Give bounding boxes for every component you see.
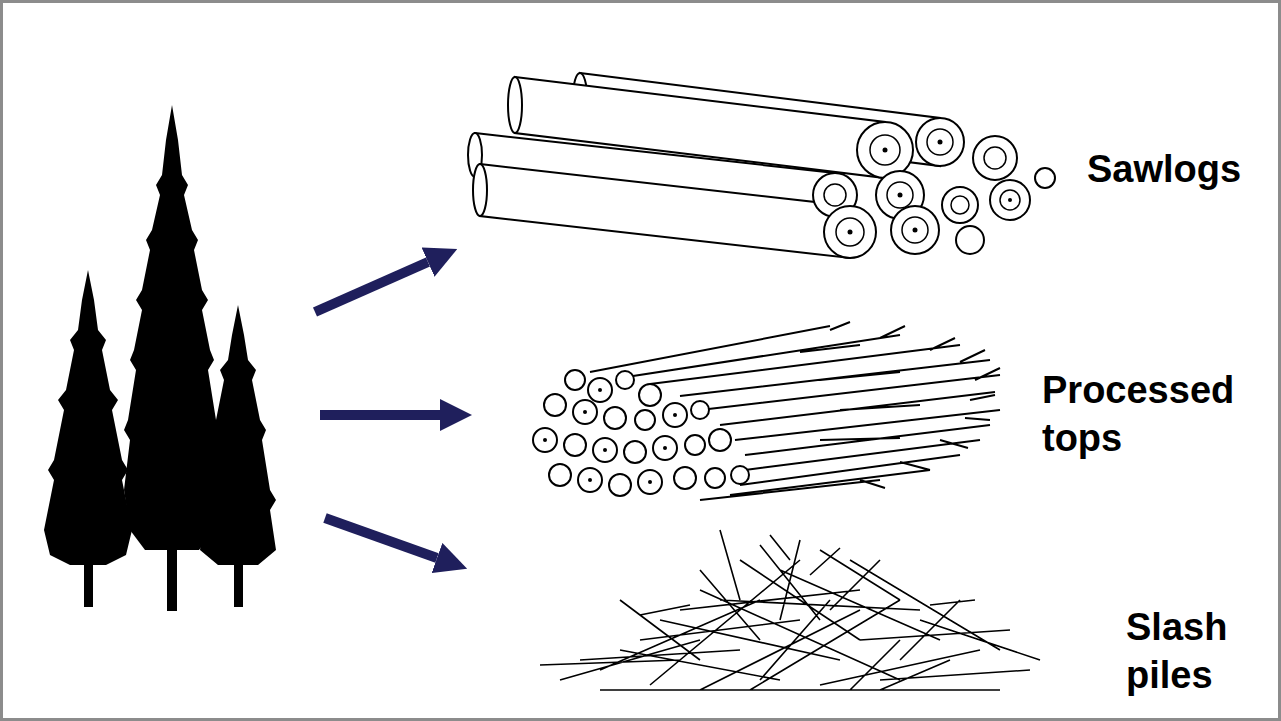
- arrow: [320, 410, 440, 420]
- top-piths: [543, 388, 677, 484]
- log-end: [956, 226, 984, 254]
- tree-trunk: [234, 555, 243, 607]
- log-end: [508, 77, 522, 133]
- log-end: [473, 164, 487, 216]
- tree-silhouette: [44, 270, 132, 565]
- arrow-group: [315, 262, 440, 558]
- product-label: Slash piles: [1126, 603, 1266, 699]
- log-end: [891, 206, 939, 254]
- arrow: [315, 262, 428, 312]
- log-end: [1035, 168, 1055, 188]
- product-label: Processed tops: [1042, 366, 1262, 462]
- sawlog-stack: [468, 73, 1055, 258]
- tree-silhouette: [124, 105, 220, 550]
- log-end: [916, 118, 964, 166]
- log-end: [857, 122, 913, 178]
- tree-trunk: [167, 545, 177, 611]
- tree-trunk: [84, 555, 93, 607]
- processed-tops-bundle: [533, 322, 1000, 500]
- log-end: [942, 187, 978, 223]
- log-body: [480, 164, 850, 258]
- log-rings: [824, 129, 1020, 246]
- log-end: [990, 180, 1030, 220]
- log-end: [973, 136, 1017, 180]
- arrow: [325, 518, 437, 558]
- slash-pile: [540, 530, 1040, 690]
- log-piths: [848, 140, 1013, 235]
- top-ends: [533, 370, 749, 496]
- branch-lines: [590, 322, 1000, 500]
- product-label: Sawlogs: [1087, 145, 1267, 193]
- tree-group: [44, 105, 276, 611]
- log-end: [824, 206, 876, 258]
